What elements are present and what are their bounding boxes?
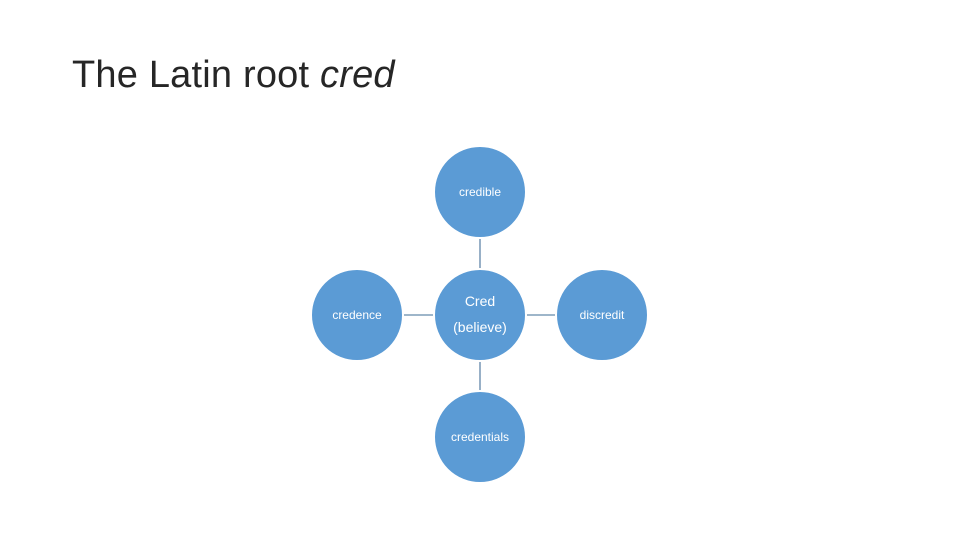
node-right-label: discredit [580, 308, 625, 322]
node-left-circle [310, 268, 404, 362]
node-top-label: credible [459, 185, 501, 199]
node-right: discredit [555, 268, 649, 362]
node-center: Cred (believe) [433, 268, 527, 362]
title-text: The Latin root [72, 54, 321, 96]
node-right-circle [555, 268, 649, 362]
title-emphasis: cred [320, 54, 395, 96]
slide-title: The Latin root cred [72, 54, 395, 97]
node-left-label: credence [332, 308, 382, 322]
node-bottom-label: credentials [451, 430, 509, 444]
node-center-circle [433, 268, 527, 362]
node-bottom-circle [433, 390, 527, 484]
node-left: credence [310, 268, 404, 362]
node-center-label-line2: (believe) [453, 319, 507, 335]
node-center-label-line1: Cred [465, 293, 495, 309]
node-top-circle [433, 145, 527, 239]
node-top: credible [433, 145, 527, 239]
node-bottom: credentials [433, 390, 527, 484]
